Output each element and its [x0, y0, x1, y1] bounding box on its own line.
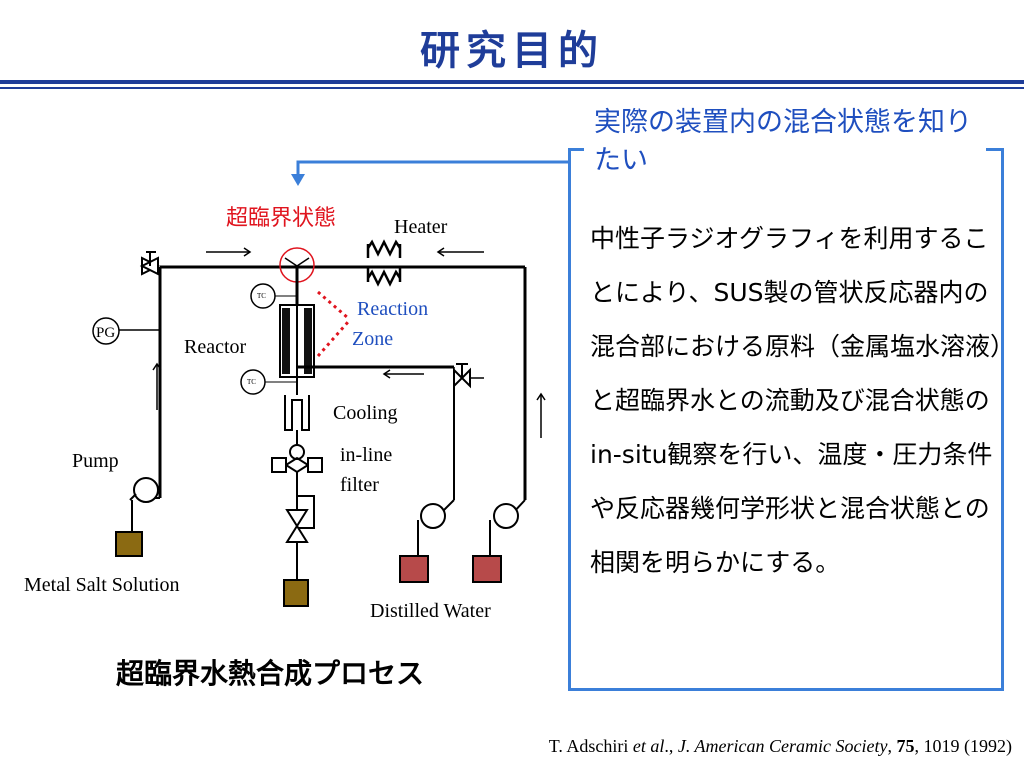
outlet-valve: [285, 509, 309, 543]
note-top: 実際の装置内の混合状態を知りたい: [594, 107, 972, 176]
inline-filter: [271, 456, 323, 474]
tc-label-upper: TC: [257, 292, 266, 300]
water-container-2: [472, 555, 502, 583]
title-rule-thick: [0, 80, 1024, 84]
ref-sep2: ,: [887, 736, 897, 756]
pointer-arrow-head: [291, 174, 305, 186]
flow-arrow-left-up: [152, 362, 162, 410]
reactor-label: Reactor: [184, 336, 247, 358]
pg-gauge: [92, 317, 120, 345]
metal-salt-label: Metal Salt Solution: [24, 574, 180, 596]
pump-label: Pump: [72, 450, 119, 472]
valve-right: [453, 363, 471, 389]
filter-bypass: [297, 495, 315, 529]
reaction-zone-label-1: Reaction: [357, 298, 429, 320]
reaction-zone-marker: [316, 290, 350, 357]
cooling-coil: [284, 377, 310, 431]
pg-label: PG: [96, 325, 115, 341]
pointer-arrow-line: [296, 160, 568, 176]
valve-top-left: [139, 251, 161, 276]
ref-volume: 75: [896, 736, 915, 756]
supercritical-label: 超臨界状態: [226, 206, 337, 231]
description-box: [568, 148, 1004, 691]
inline-filter-label-1: in-line: [340, 444, 393, 466]
flow-arrow-right-up: [536, 392, 546, 438]
metal-salt-container: [115, 531, 143, 557]
cooling-label: Cooling: [333, 402, 398, 424]
heater-symbol: [366, 239, 402, 287]
ref-rest: , 1019 (1992): [914, 736, 1013, 756]
description-text: 中性子ラジオグラフィを利用することにより、SUS製の管状反応器内の混合部における…: [590, 224, 1003, 577]
reaction-zone-label-2: Zone: [352, 328, 394, 350]
title-rule-thin: [0, 87, 1024, 89]
reference: T. Adschiri et al., J. American Ceramic …: [549, 736, 1012, 757]
box-corner-right: [986, 148, 1001, 151]
mixing-arrows: [284, 257, 310, 267]
flow-arrow-top-right: [436, 247, 484, 257]
ref-authors: T. Adschiri: [548, 736, 633, 756]
flow-arrow-feed: [382, 369, 424, 379]
ref-journal: J. American Ceramic Society: [677, 736, 888, 756]
diagram-caption: 超臨界水熱合成プロセス: [116, 657, 425, 690]
distilled-water-label: Distilled Water: [370, 600, 491, 622]
flow-arrow-top-left: [206, 247, 252, 257]
reactor-body: [279, 304, 315, 378]
box-corner-left: [568, 148, 584, 151]
ref-sep1: .,: [664, 736, 678, 756]
tc-label-lower: TC: [247, 378, 256, 386]
metal-salt-pump: [129, 477, 159, 503]
water-container-1: [399, 555, 429, 583]
inline-filter-label-2: filter: [340, 474, 379, 496]
water-pump-1: [420, 503, 446, 529]
ref-etal: et al: [632, 736, 665, 756]
product-container: [283, 579, 309, 607]
slide-title: 研究目的: [420, 28, 604, 74]
water-pump-2: [493, 503, 519, 529]
heater-label: Heater: [394, 216, 448, 238]
